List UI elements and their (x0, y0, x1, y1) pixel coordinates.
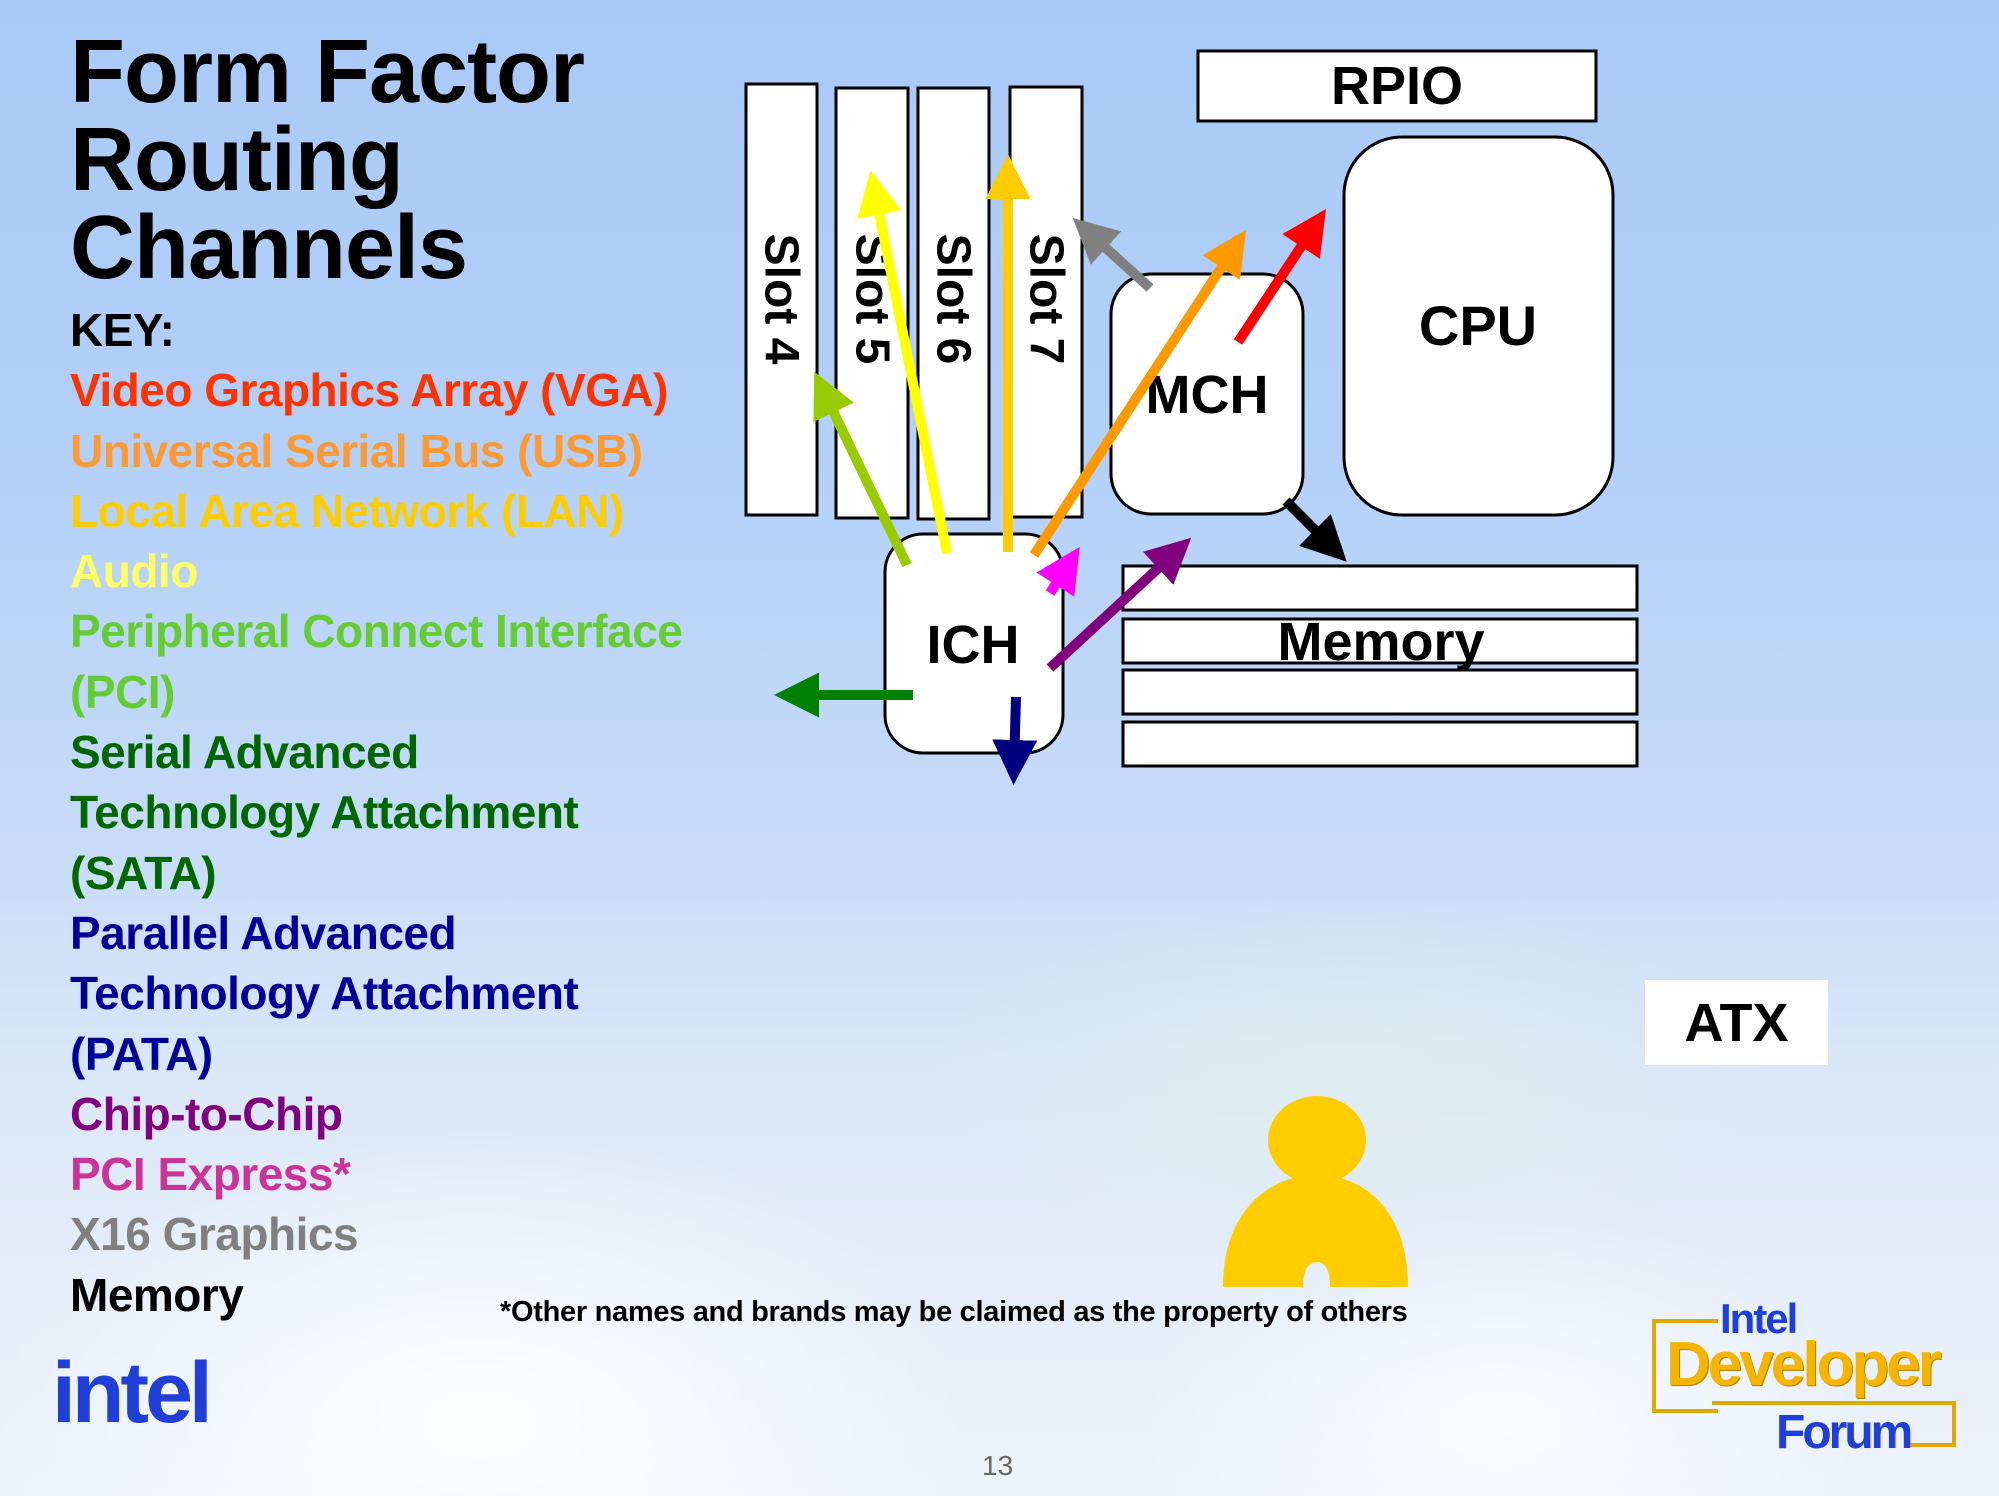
key-item-pata-1: Parallel Advanced (70, 906, 457, 959)
key-item-sata-1: Serial Advanced (70, 726, 419, 779)
key-item-vga: Video Graphics Array (VGA) (70, 364, 668, 417)
title-line-1: Form Factor (70, 22, 585, 122)
memory-label: Memory (1277, 612, 1484, 672)
key-item-pata-3: (PATA) (70, 1027, 213, 1080)
memory-block: Memory (1121, 564, 1639, 768)
key-item-chip-to-chip: Chip-to-Chip (70, 1087, 343, 1140)
idf-intel-text: Intel (1720, 1295, 1798, 1342)
idf-developer-text: Developer (1666, 1330, 1942, 1399)
memory-dimm-1 (1121, 564, 1639, 612)
key-item-lan: Local Area Network (LAN) (70, 484, 624, 537)
idf-bracket-bottom (1906, 1443, 1956, 1447)
arrow-usb (1029, 229, 1246, 558)
idf-bracket-left (1652, 1319, 1718, 1413)
key-item-pci-abbrev: (PCI) (70, 665, 175, 718)
ich-block: ICH (883, 532, 1065, 755)
rpio-label: RPIO (1331, 56, 1463, 116)
mch-label: MCH (1146, 365, 1269, 425)
title-line-2: Routing (70, 110, 404, 210)
ich-label: ICH (927, 615, 1020, 675)
arrow-pci (813, 371, 912, 568)
key-item-sata-2: Technology Attachment (70, 786, 579, 839)
trademark-footnote: *Other names and brands may be claimed a… (500, 1296, 1408, 1328)
memory-dimm-2 (1121, 617, 1639, 665)
intel-developer-forum-logo: Intel Developer Forum (1640, 1295, 1980, 1460)
key-item-sata-3: (SATA) (70, 846, 217, 899)
arrow-x16-graphics (1072, 217, 1154, 292)
person-icon (1223, 1096, 1408, 1287)
key-item-pata-2: Technology Attachment (70, 967, 579, 1020)
key-item-x16-graphics: X16 Graphics (70, 1208, 359, 1261)
memory-dimm-4 (1121, 720, 1639, 768)
arrow-audio (857, 170, 952, 554)
page-number: 13 (982, 1450, 1014, 1481)
title-line-3: Channels (70, 198, 468, 298)
arrow-memory (1282, 497, 1347, 562)
memory-dimm-3 (1121, 668, 1639, 716)
key-item-pci: Peripheral Connect Interface (70, 605, 683, 658)
key-legend: KEY: Video Graphics Array (VGA) Universa… (70, 300, 683, 1325)
slot-7: Slot 7 (1008, 85, 1084, 519)
key-heading: KEY: (70, 304, 175, 356)
key-item-pci-express: PCI Express* (70, 1148, 351, 1201)
intel-logo: intel (52, 1350, 213, 1436)
slot-6-label: Slot 6 (927, 234, 980, 365)
arrow-pata (992, 696, 1038, 785)
arrow-chip-to-chip (1046, 537, 1192, 672)
intel-logo-text: intel (52, 1345, 213, 1441)
idf-bracket-right (1952, 1405, 1956, 1447)
cpu-block: CPU (1342, 135, 1615, 517)
key-item-audio: Audio (70, 545, 198, 598)
slot-4-label: Slot 4 (755, 234, 808, 365)
slide-title: Form Factor Routing Channels (70, 22, 585, 298)
idf-bracket-mid (1712, 1401, 1956, 1405)
slot-4: Slot 4 (744, 82, 819, 517)
arrow-vga (1233, 208, 1326, 345)
slot-7-label: Slot 7 (1020, 234, 1073, 365)
mch-block: MCH (1109, 272, 1305, 516)
rpio-block: RPIO (1196, 49, 1598, 123)
arrow-pci-express (1036, 546, 1080, 597)
key-item-usb: Universal Serial Bus (USB) (70, 424, 643, 477)
form-factor-badge: ATX (1645, 980, 1828, 1065)
key-item-memory: Memory (70, 1268, 244, 1321)
idf-forum-text: Forum (1776, 1406, 1913, 1459)
cpu-label: CPU (1419, 294, 1537, 357)
